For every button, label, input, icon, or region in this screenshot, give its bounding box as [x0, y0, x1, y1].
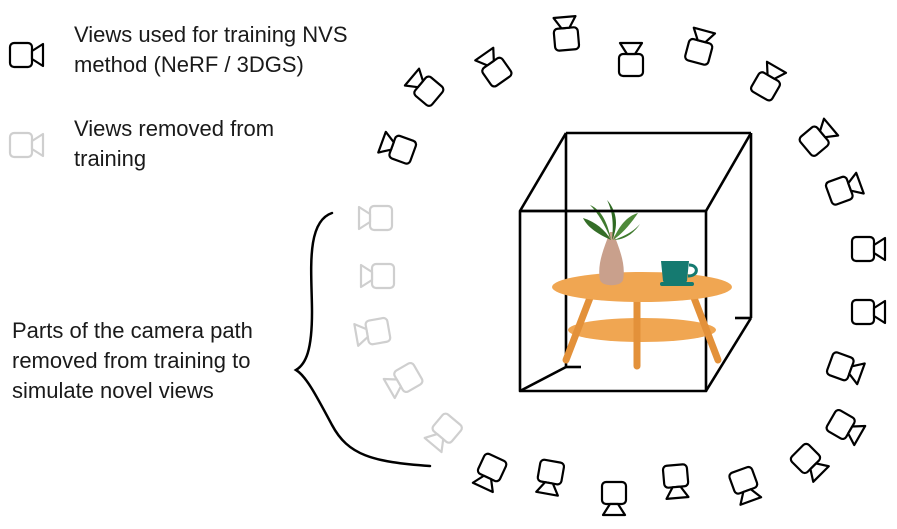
brace-annotation-line: Parts of the camera path: [12, 318, 253, 343]
legend-removed-line: Views removed from: [74, 116, 275, 141]
teal-cup: [660, 261, 698, 286]
training-camera-icon: [850, 298, 887, 326]
training-camera-icon: [534, 458, 566, 497]
training-camera-icon: [823, 170, 866, 207]
legend-used-label: Views used for training NVS method (NeRF…: [74, 20, 348, 80]
training-camera-icon: [473, 46, 515, 90]
legend-used-line: method (NeRF / 3DGS): [74, 52, 304, 77]
training-camera-icon: [600, 480, 628, 517]
brace-annotation-line: removed from training to: [12, 348, 251, 373]
removed-camera-icon: [382, 360, 425, 400]
legend-used-line: Views used for training NVS: [74, 22, 348, 47]
training-camera-icon: [748, 60, 788, 103]
removed-camera-icon: [359, 262, 396, 290]
training-camera-icon: [470, 451, 509, 494]
curly-brace: [293, 211, 432, 468]
legend-removed-camera-icon: [8, 131, 45, 159]
vase-with-plant: [583, 200, 640, 286]
training-camera-icon: [683, 26, 718, 67]
training-camera-icon: [824, 350, 867, 387]
training-camera-icon: [796, 116, 840, 159]
training-camera-icon: [376, 129, 419, 166]
removed-camera-icon: [353, 316, 392, 348]
training-camera-icon: [403, 66, 447, 109]
removed-camera-icon: [357, 204, 394, 232]
training-camera-icon: [788, 441, 831, 484]
scene: [518, 131, 753, 393]
legend-removed-line: training: [74, 146, 147, 171]
bounding-cube: [518, 131, 753, 393]
training-camera-icon: [824, 407, 867, 447]
legend-removed-label: Views removed from training: [74, 114, 274, 174]
brace-annotation: Parts of the camera path removed from tr…: [12, 316, 253, 406]
legend-used-camera-icon: [8, 41, 45, 69]
training-camera-icon: [661, 462, 691, 501]
training-camera-icon: [617, 41, 645, 78]
training-camera-icon: [850, 235, 887, 263]
removed-camera-icon: [422, 410, 465, 454]
training-camera-icon: [727, 464, 764, 507]
training-camera-icon: [551, 14, 581, 53]
brace-annotation-line: simulate novel views: [12, 378, 214, 403]
